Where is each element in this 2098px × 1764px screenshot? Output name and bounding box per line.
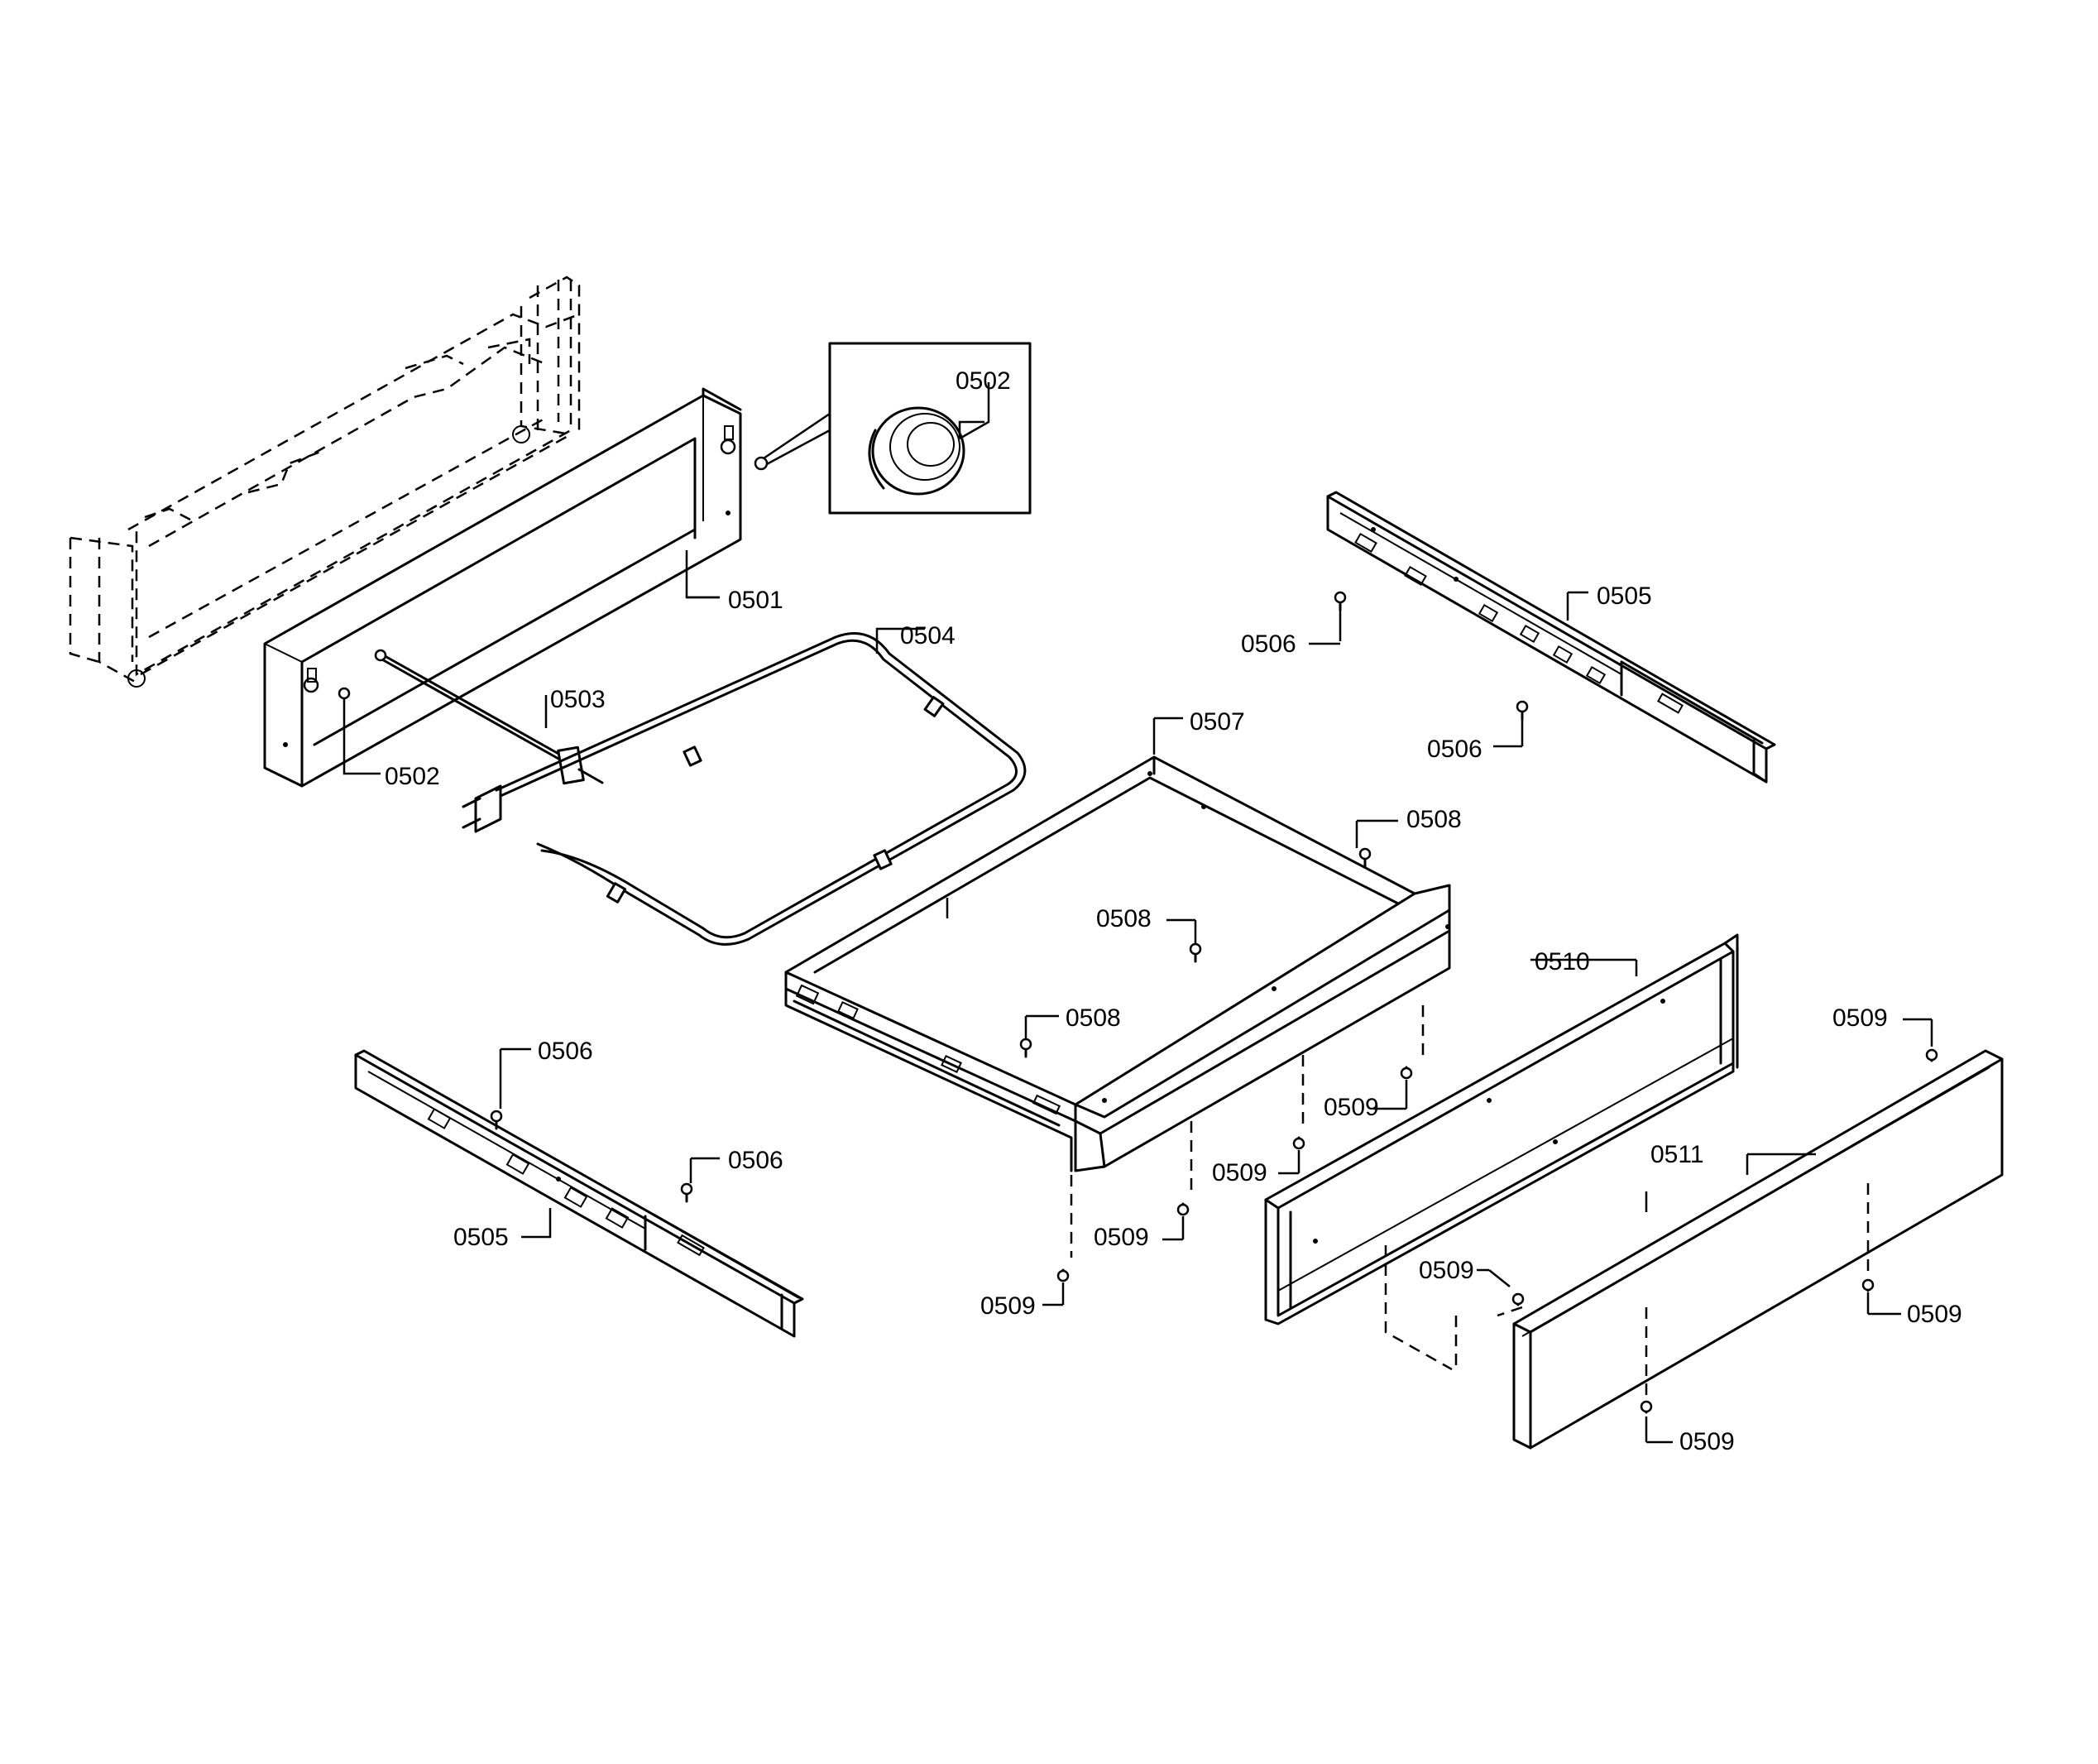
callout-0509-pan-b: 0509 bbox=[1212, 1159, 1267, 1186]
cabinet-ghost bbox=[69, 276, 581, 688]
screw-icon bbox=[1925, 1048, 1938, 1062]
screw-icon bbox=[680, 1182, 693, 1203]
callout-0503: 0503 bbox=[550, 686, 606, 713]
knob-icon bbox=[868, 406, 965, 496]
callout-0511: 0511 bbox=[1650, 1141, 1704, 1168]
screw-icon bbox=[754, 456, 769, 471]
callout-0506-lower-b: 0506 bbox=[728, 1147, 783, 1174]
callout-0502-knob: 0502 bbox=[956, 367, 1011, 395]
callout-0506-upper-b: 0506 bbox=[1427, 736, 1482, 763]
callout-0509-pan-d: 0509 bbox=[980, 1292, 1036, 1320]
callout-0510: 0510 bbox=[1535, 948, 1590, 975]
drawer-front-part bbox=[1512, 1049, 2004, 1450]
callout-0509-pan-c: 0509 bbox=[1094, 1224, 1149, 1251]
screw-icon bbox=[1189, 942, 1202, 963]
screw-icon bbox=[1640, 1400, 1653, 1414]
callout-0508-a: 0508 bbox=[1406, 806, 1462, 833]
callout-0505-upper: 0505 bbox=[1597, 582, 1652, 610]
callout-0509-pan-a: 0509 bbox=[1324, 1094, 1379, 1121]
drawer-pan-part bbox=[784, 755, 1451, 1172]
screw-set bbox=[338, 591, 1938, 1414]
knob-inset-box bbox=[754, 342, 1032, 515]
callout-0507: 0507 bbox=[1190, 708, 1245, 736]
callout-0506-upper-a: 0506 bbox=[1241, 630, 1296, 658]
callout-0505-lower: 0505 bbox=[453, 1224, 509, 1251]
leader-lines bbox=[342, 382, 1933, 1442]
callout-0509-front-left: 0509 bbox=[1419, 1257, 1474, 1284]
screw-icon bbox=[1056, 1268, 1070, 1282]
label-connectors bbox=[501, 420, 1932, 1444]
callout-0506-lower-a: 0506 bbox=[538, 1038, 593, 1065]
screw-icon bbox=[338, 687, 351, 700]
screw-icon bbox=[720, 439, 736, 455]
screw-icon bbox=[1019, 1038, 1032, 1058]
callout-0508-c: 0508 bbox=[1066, 1004, 1121, 1032]
callout-0508-b: 0508 bbox=[1096, 905, 1152, 932]
screw-icon bbox=[1358, 847, 1372, 868]
slide-rail-upper-part bbox=[1326, 491, 1776, 784]
screw-icon bbox=[1400, 1066, 1413, 1080]
callout-0509-front-bottom: 0509 bbox=[1679, 1428, 1735, 1455]
screw-icon bbox=[1511, 1292, 1525, 1306]
screw-icon bbox=[490, 1110, 503, 1130]
callout-0509-front-bottom-right: 0509 bbox=[1907, 1301, 1962, 1328]
callout-0502-frame: 0502 bbox=[385, 763, 440, 790]
callout-labels: 0502 0501 0503 0502 0504 0505 0506 0506 … bbox=[385, 367, 1962, 1455]
inner-front-panel-part bbox=[1264, 933, 1739, 1325]
alignment-guides bbox=[1070, 1005, 1870, 1398]
slide-rail-lower-part bbox=[354, 1049, 804, 1338]
callout-0509-front-top: 0509 bbox=[1832, 1004, 1888, 1032]
callout-0504: 0504 bbox=[900, 622, 956, 650]
screw-icon bbox=[1292, 1136, 1305, 1150]
screw-icon bbox=[1176, 1202, 1190, 1216]
callout-0501: 0501 bbox=[728, 587, 783, 614]
screw-icon bbox=[1861, 1278, 1875, 1292]
front-frame-part bbox=[263, 387, 742, 788]
